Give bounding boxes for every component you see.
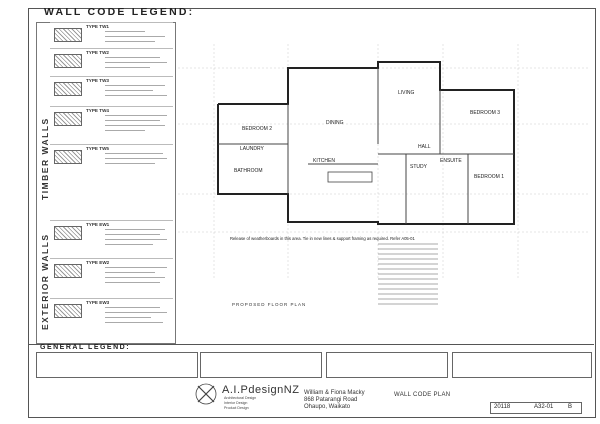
- wall-section-icon: [54, 54, 82, 68]
- brand-logo: A.I.PdesignNZ: [222, 384, 300, 396]
- wall-type-label: TYPE EW1: [86, 222, 110, 227]
- sheet-number: A32-01: [534, 404, 554, 410]
- floor-plan: LIVING DINING KITCHEN BEDROOM 2 BEDROOM …: [178, 44, 588, 305]
- svg-text:DINING: DINING: [326, 120, 344, 126]
- wall-type-label: TYPE TW3: [86, 78, 109, 83]
- title-block: [28, 344, 594, 417]
- svg-text:BATHROOM: BATHROOM: [234, 168, 263, 174]
- wall-type-label: TYPE TW2: [86, 50, 109, 55]
- client-town: Ohaupo, Waikato: [304, 404, 351, 410]
- sheet-number-box: [490, 402, 582, 414]
- exterior-walls-label: EXTERIOR WALLS: [40, 233, 50, 330]
- wall-type-tw5: TYPE TW5: [50, 144, 173, 183]
- sheet-frame: [28, 8, 596, 418]
- notes-box: [326, 352, 448, 378]
- client-address: 868 Patarangi Road: [304, 397, 358, 403]
- plan-caption: PROPOSED FLOOR PLAN: [232, 302, 307, 307]
- sheet-title: WALL CODE PLAN: [394, 392, 451, 398]
- wall-type-ew2: TYPE EW2: [50, 258, 173, 299]
- wall-type-ew3: TYPE EW3: [50, 298, 173, 343]
- svg-text:BEDROOM 1: BEDROOM 1: [474, 174, 504, 180]
- wall-section-icon: [54, 304, 82, 318]
- wall-section-icon: [54, 150, 82, 164]
- svg-text:BEDROOM 3: BEDROOM 3: [470, 110, 500, 116]
- legend-notes-box: [452, 352, 592, 378]
- wall-section-icon: [54, 112, 82, 126]
- client-details: William & Fiona Macky 868 Patarangi Road…: [304, 390, 365, 411]
- compass-icon: [195, 383, 217, 405]
- wall-section-icon: [54, 82, 82, 96]
- window-door-schedule: [200, 352, 322, 378]
- wall-code-legend-title: WALL CODE LEGEND:: [44, 6, 195, 18]
- svg-text:BEDROOM 2: BEDROOM 2: [242, 126, 272, 132]
- room-label: LIVING: [398, 90, 415, 96]
- svg-text:LAUNDRY: LAUNDRY: [240, 146, 264, 152]
- revision: B: [568, 404, 573, 410]
- wall-type-label: TYPE EW2: [86, 260, 110, 265]
- wall-type-tw3: TYPE TW3: [50, 76, 173, 107]
- timber-walls-label: TIMBER WALLS: [40, 117, 50, 200]
- wall-type-tw2: TYPE TW2: [50, 48, 173, 77]
- wall-section-icon: [54, 28, 82, 42]
- brand-subtitle: Architectural Design Interior Design Pro…: [224, 396, 257, 410]
- general-legend-table: [36, 352, 198, 378]
- general-legend-title: GENERAL LEGEND:: [40, 344, 131, 351]
- svg-text:ENSUITE: ENSUITE: [440, 158, 462, 164]
- svg-text:STUDY: STUDY: [410, 164, 428, 170]
- svg-text:KITCHEN: KITCHEN: [313, 158, 335, 164]
- wall-type-label: TYPE EW3: [86, 300, 110, 305]
- client-name: William & Fiona Macky: [304, 390, 365, 396]
- wall-type-label: TYPE TW5: [86, 146, 109, 151]
- wall-type-label: TYPE TW4: [86, 108, 109, 113]
- wall-type-tw4: TYPE TW4: [50, 106, 173, 145]
- job-number: 20118: [494, 404, 511, 410]
- wall-section-icon: [54, 264, 82, 278]
- wall-type-label: TYPE TW1: [86, 24, 109, 29]
- plan-note: Release of weatherboards in this area. T…: [230, 236, 415, 241]
- svg-text:HALL: HALL: [418, 144, 431, 150]
- wall-section-icon: [54, 226, 82, 240]
- wall-type-ew1: TYPE EW1: [50, 220, 173, 259]
- wall-type-tw1: TYPE TW1: [50, 22, 173, 49]
